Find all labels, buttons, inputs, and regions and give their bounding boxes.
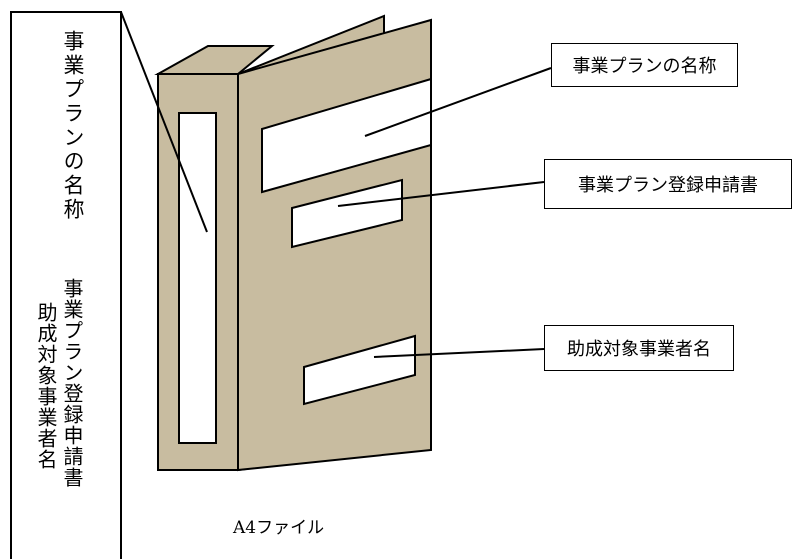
spine-text-plan-name: 事業プランの名称 xyxy=(61,30,85,222)
cover-label-grantee xyxy=(303,334,416,406)
cover-label-plan-name xyxy=(261,77,432,194)
callout-grantee: 助成対象事業者名 xyxy=(544,325,734,371)
callout-plan-name: 事業プランの名称 xyxy=(551,43,738,87)
spine-label-sheet xyxy=(10,11,122,559)
cover-label-application xyxy=(291,178,403,249)
leader-line-plan-name xyxy=(364,67,552,137)
spine-label-window xyxy=(178,112,217,444)
leader-line-spine xyxy=(120,11,208,233)
leader-line-application xyxy=(337,181,545,207)
callout-application: 事業プラン登録申請書 xyxy=(544,159,792,209)
binder-caption: A4ファイル xyxy=(233,518,325,538)
spine-text-application: 事業プラン登録申請書 xyxy=(60,278,84,488)
leader-line-grantee xyxy=(373,348,545,358)
spine-text-grantee: 助成対象事業者名 xyxy=(34,302,58,470)
